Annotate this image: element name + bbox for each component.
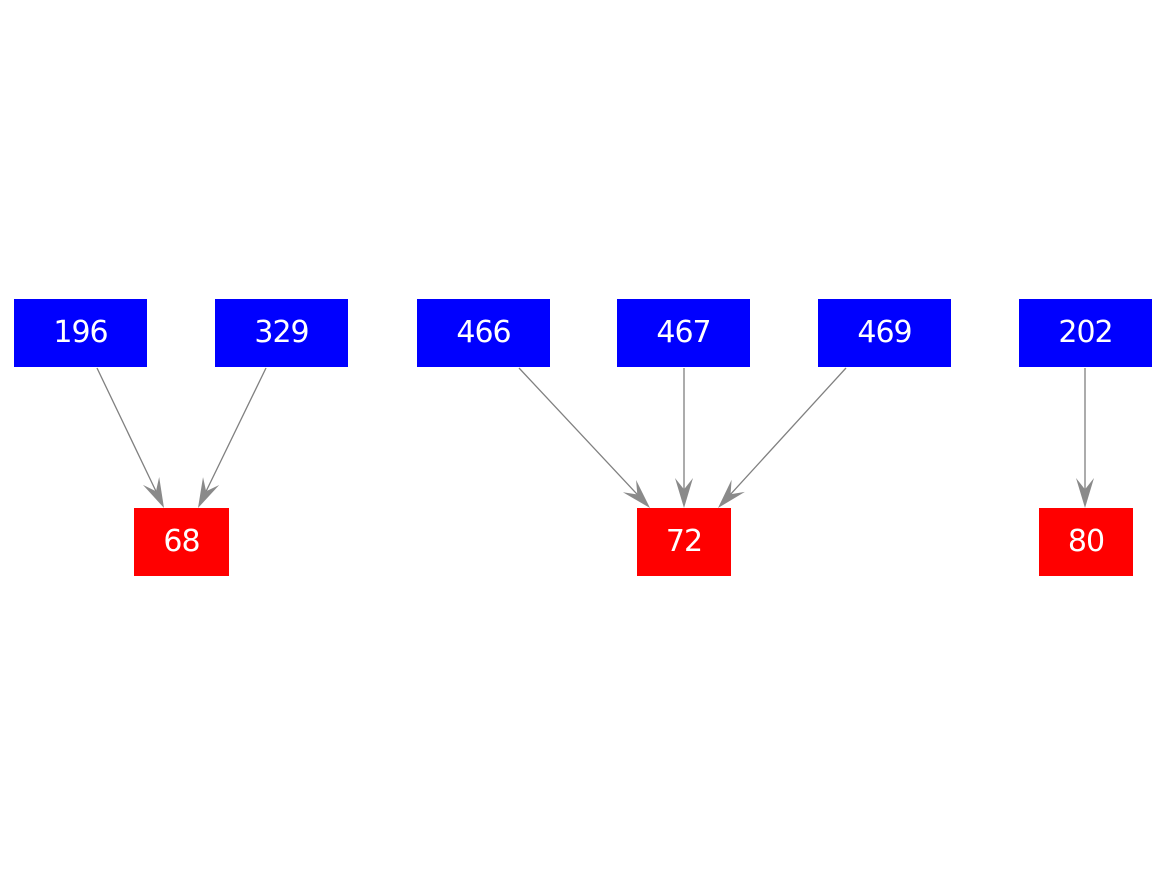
node-466: 466: [417, 299, 550, 367]
node-80: 80: [1039, 508, 1133, 576]
node-202: 202: [1019, 299, 1152, 367]
node-329: 329: [215, 299, 348, 367]
node-68: 68: [134, 508, 229, 576]
edge-466-72: [518, 367, 650, 508]
edge-469-72: [718, 367, 847, 508]
node-72: 72: [637, 508, 731, 576]
node-469: 469: [818, 299, 951, 367]
edge-196-68: [96, 367, 164, 508]
arrowhead-icon: [142, 477, 164, 508]
arrowhead-icon: [718, 479, 745, 508]
edge-329-68: [198, 367, 267, 508]
arrowhead-icon: [1076, 478, 1094, 508]
arrowhead-icon: [622, 479, 650, 508]
node-467: 467: [617, 299, 750, 367]
edge-467-72: [675, 368, 693, 508]
node-196: 196: [14, 299, 147, 367]
edge-202-80: [1076, 368, 1094, 508]
arrowhead-icon: [198, 477, 220, 508]
arrowhead-icon: [675, 478, 693, 508]
